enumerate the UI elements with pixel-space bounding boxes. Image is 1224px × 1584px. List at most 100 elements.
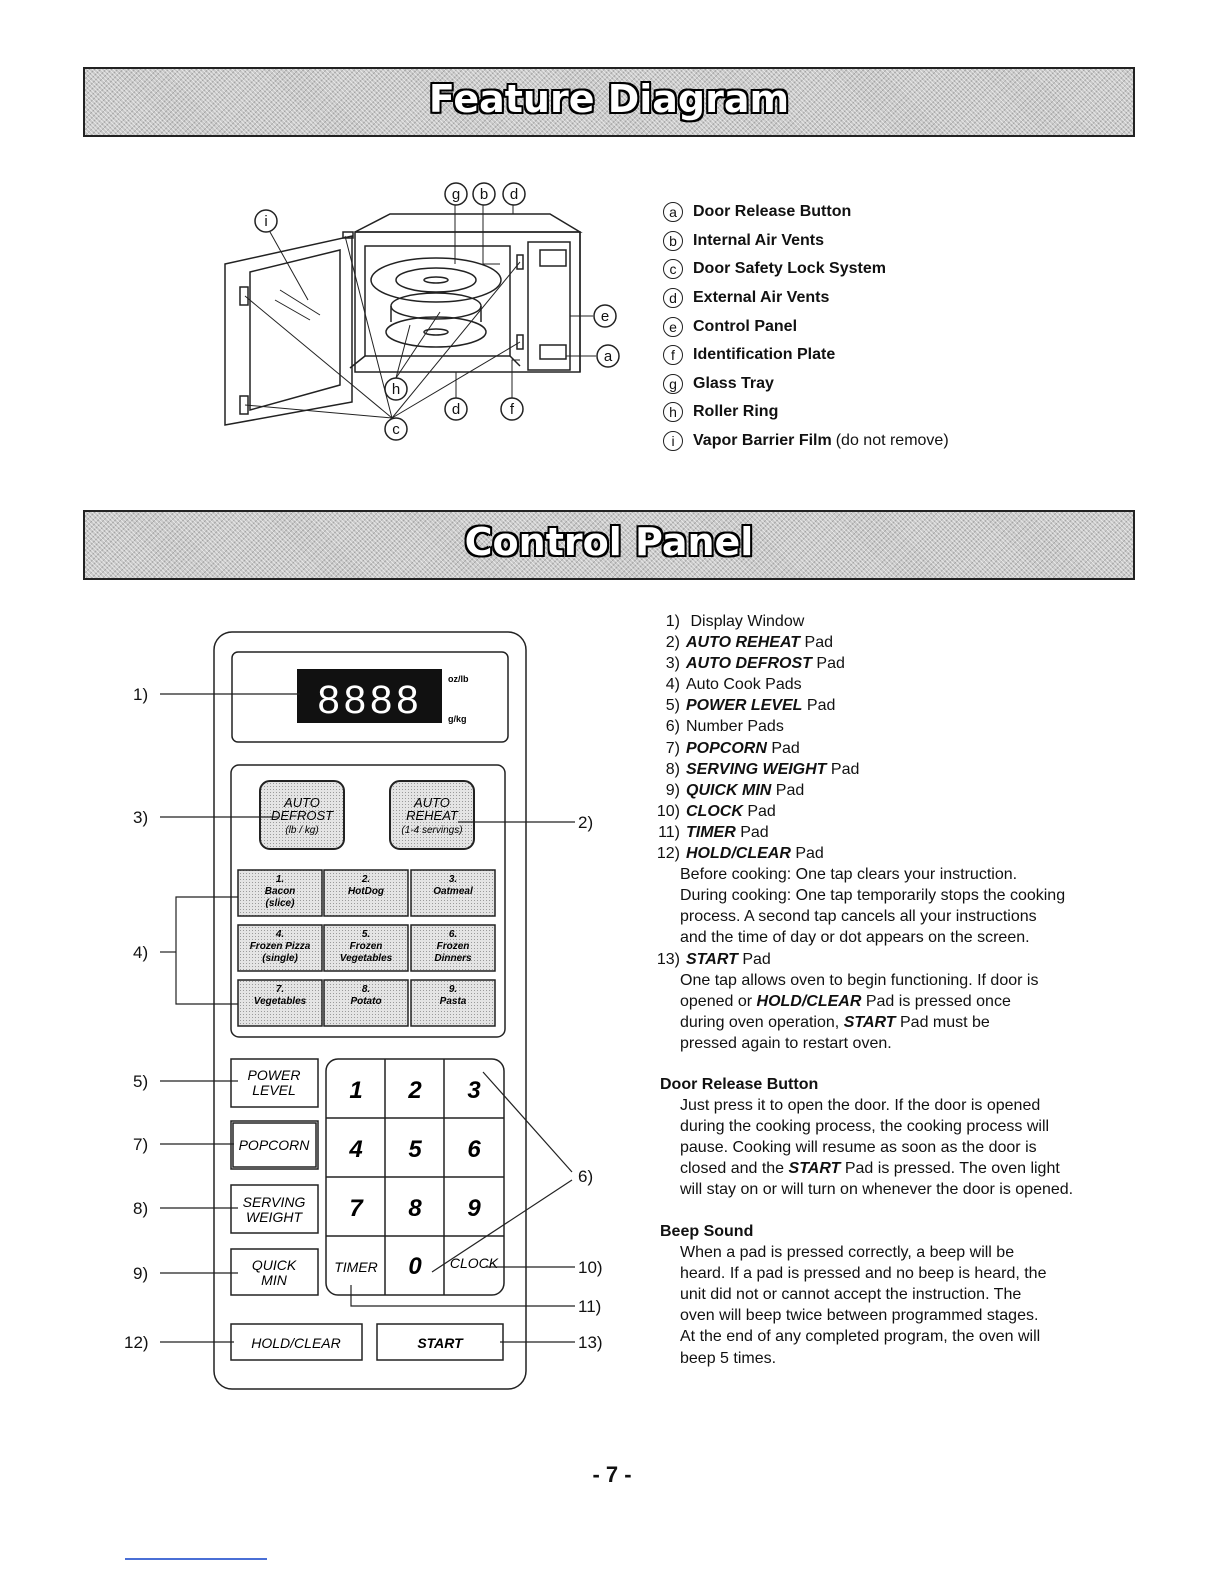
- control-panel-title: Control Panel: [464, 520, 754, 564]
- description-line: during oven operation, START Pad must be: [680, 1012, 1065, 1033]
- number-pad-2[interactable]: 2: [407, 1077, 422, 1104]
- oven-illustration: i g b d e a h c d f: [224, 182, 620, 441]
- item-keyword: HOLD/CLEAR: [686, 845, 791, 863]
- power-level-line1: POWER: [248, 1067, 301, 1083]
- auto-reheat-line1: AUTO: [413, 795, 450, 810]
- item-keyword: POPCORN: [686, 739, 767, 757]
- keyword: START: [788, 1160, 841, 1178]
- popcorn-pad[interactable]: [230, 1120, 319, 1170]
- serving-weight-line2: WEIGHT: [246, 1209, 303, 1225]
- item-keyword: CLOCK: [686, 802, 743, 820]
- number-pad-5[interactable]: 5: [408, 1136, 422, 1163]
- auto-cook-pad-2[interactable]: [323, 869, 409, 917]
- item-text: Pad: [742, 950, 771, 968]
- callout-f: f: [510, 401, 515, 418]
- text-span: Pad is pressed once: [865, 992, 1011, 1010]
- number-pad-7[interactable]: 7: [349, 1195, 364, 1222]
- number-pad-1[interactable]: 1: [349, 1077, 362, 1104]
- auto-cook-pad-7[interactable]: [237, 979, 323, 1027]
- callout-9: 9): [133, 1264, 148, 1283]
- auto-cook-pad-6[interactable]: [410, 924, 496, 972]
- number-pad-4[interactable]: 4: [348, 1136, 362, 1163]
- auto-cook-label: Vegetables: [340, 953, 393, 964]
- auto-cook-label: 4.: [275, 929, 284, 940]
- callout-13: 13): [578, 1333, 603, 1352]
- start-pad[interactable]: [376, 1323, 504, 1361]
- body-line: heard. If a pad is pressed and no beep i…: [680, 1265, 1047, 1283]
- item-number: 2): [665, 634, 680, 652]
- item-text: Pad: [771, 739, 800, 757]
- item-number: 8): [665, 760, 680, 778]
- keyword: START: [843, 1013, 896, 1031]
- legend-label: External Air Vents: [693, 289, 830, 307]
- list-item: 12)HOLD/CLEAR Pad: [645, 843, 1065, 864]
- item-text: Pad: [830, 760, 860, 778]
- auto-cook-label: Dinners: [434, 953, 472, 964]
- item-keyword: AUTO REHEAT: [686, 634, 801, 652]
- item-number: 6): [665, 718, 680, 736]
- hold-clear-pad[interactable]: [230, 1323, 363, 1361]
- item-number: 7): [665, 739, 680, 757]
- body-line: will stay on or will turn on whenever th…: [680, 1181, 1074, 1199]
- auto-cook-pad-5[interactable]: [323, 924, 409, 972]
- auto-defrost-pad[interactable]: [259, 780, 345, 850]
- list-item: 6)Number Pads: [645, 716, 1065, 737]
- clock-pad[interactable]: CLOCK: [450, 1255, 499, 1271]
- text-span: Pad must be: [900, 1013, 990, 1031]
- callout-d-top: d: [510, 186, 518, 203]
- auto-cook-pad-3[interactable]: [410, 869, 496, 917]
- auto-cook-pad-1[interactable]: [237, 869, 323, 917]
- auto-cook-label: (slice): [266, 898, 296, 909]
- description-line: process. A second tap cancels all your i…: [680, 908, 1037, 926]
- item-keyword: SERVING WEIGHT: [686, 760, 827, 778]
- text-span: closed and the: [680, 1160, 785, 1178]
- auto-reheat-pad[interactable]: [389, 780, 475, 850]
- auto-cook-label: 6.: [449, 929, 457, 940]
- item-number: 10): [656, 802, 680, 820]
- auto-cook-label: Potato: [350, 996, 381, 1007]
- serving-weight-line1: SERVING: [243, 1194, 306, 1210]
- legend-note: (do not remove): [835, 432, 949, 450]
- item-text: Pad: [806, 697, 836, 715]
- number-pad-6[interactable]: 6: [467, 1136, 481, 1163]
- auto-cook-label: Pasta: [440, 996, 467, 1007]
- legend-marker: b: [663, 230, 683, 251]
- auto-cook-pad-9[interactable]: [410, 979, 496, 1027]
- callout-12: 12): [124, 1333, 149, 1352]
- number-pad-3[interactable]: 3: [467, 1077, 481, 1104]
- number-pad-0[interactable]: 0: [408, 1253, 422, 1280]
- legend-marker: e: [663, 316, 683, 337]
- popcorn-label: POPCORN: [239, 1137, 311, 1153]
- auto-cook-label: 8.: [362, 984, 370, 995]
- start-description: One tap allows oven to begin functioning…: [645, 970, 1065, 1054]
- hold-clear-label: HOLD/CLEAR: [251, 1335, 340, 1351]
- description-line: One tap allows oven to begin functioning…: [680, 971, 1039, 989]
- description-line: pressed again to restart oven.: [680, 1034, 892, 1052]
- number-pad-8[interactable]: 8: [408, 1195, 422, 1222]
- item-number: 9): [665, 781, 680, 799]
- item-number: 11): [658, 823, 680, 841]
- list-item: 2)AUTO REHEAT Pad: [645, 632, 1065, 653]
- list-item: 1) Display Window: [645, 611, 1065, 632]
- serving-weight-pad[interactable]: [230, 1184, 319, 1234]
- item-number: 12): [656, 845, 680, 863]
- feature-diagram-banner: Feature Diagram: [83, 67, 1135, 137]
- auto-cook-pad-4[interactable]: [237, 924, 323, 972]
- section-title: Door Release Button: [660, 1076, 819, 1093]
- door-release-section: Door Release Button Just press it to ope…: [660, 1074, 1110, 1201]
- item-keyword: TIMER: [686, 823, 736, 841]
- beep-sound-section: Beep Sound When a pad is pressed correct…: [660, 1221, 1110, 1369]
- legend-label: Roller Ring: [693, 403, 779, 421]
- auto-cook-pad-8[interactable]: [323, 979, 409, 1027]
- auto-cook-label: 1.: [276, 874, 284, 885]
- quick-min-pad[interactable]: [230, 1248, 319, 1296]
- number-pad-9[interactable]: 9: [467, 1195, 481, 1222]
- callout-i: i: [264, 213, 267, 230]
- control-panel-banner: Control Panel: [83, 510, 1135, 580]
- power-level-pad[interactable]: [230, 1058, 319, 1108]
- timer-pad[interactable]: TIMER: [334, 1259, 378, 1275]
- description-line: opened or HOLD/CLEAR Pad is pressed once: [680, 991, 1065, 1012]
